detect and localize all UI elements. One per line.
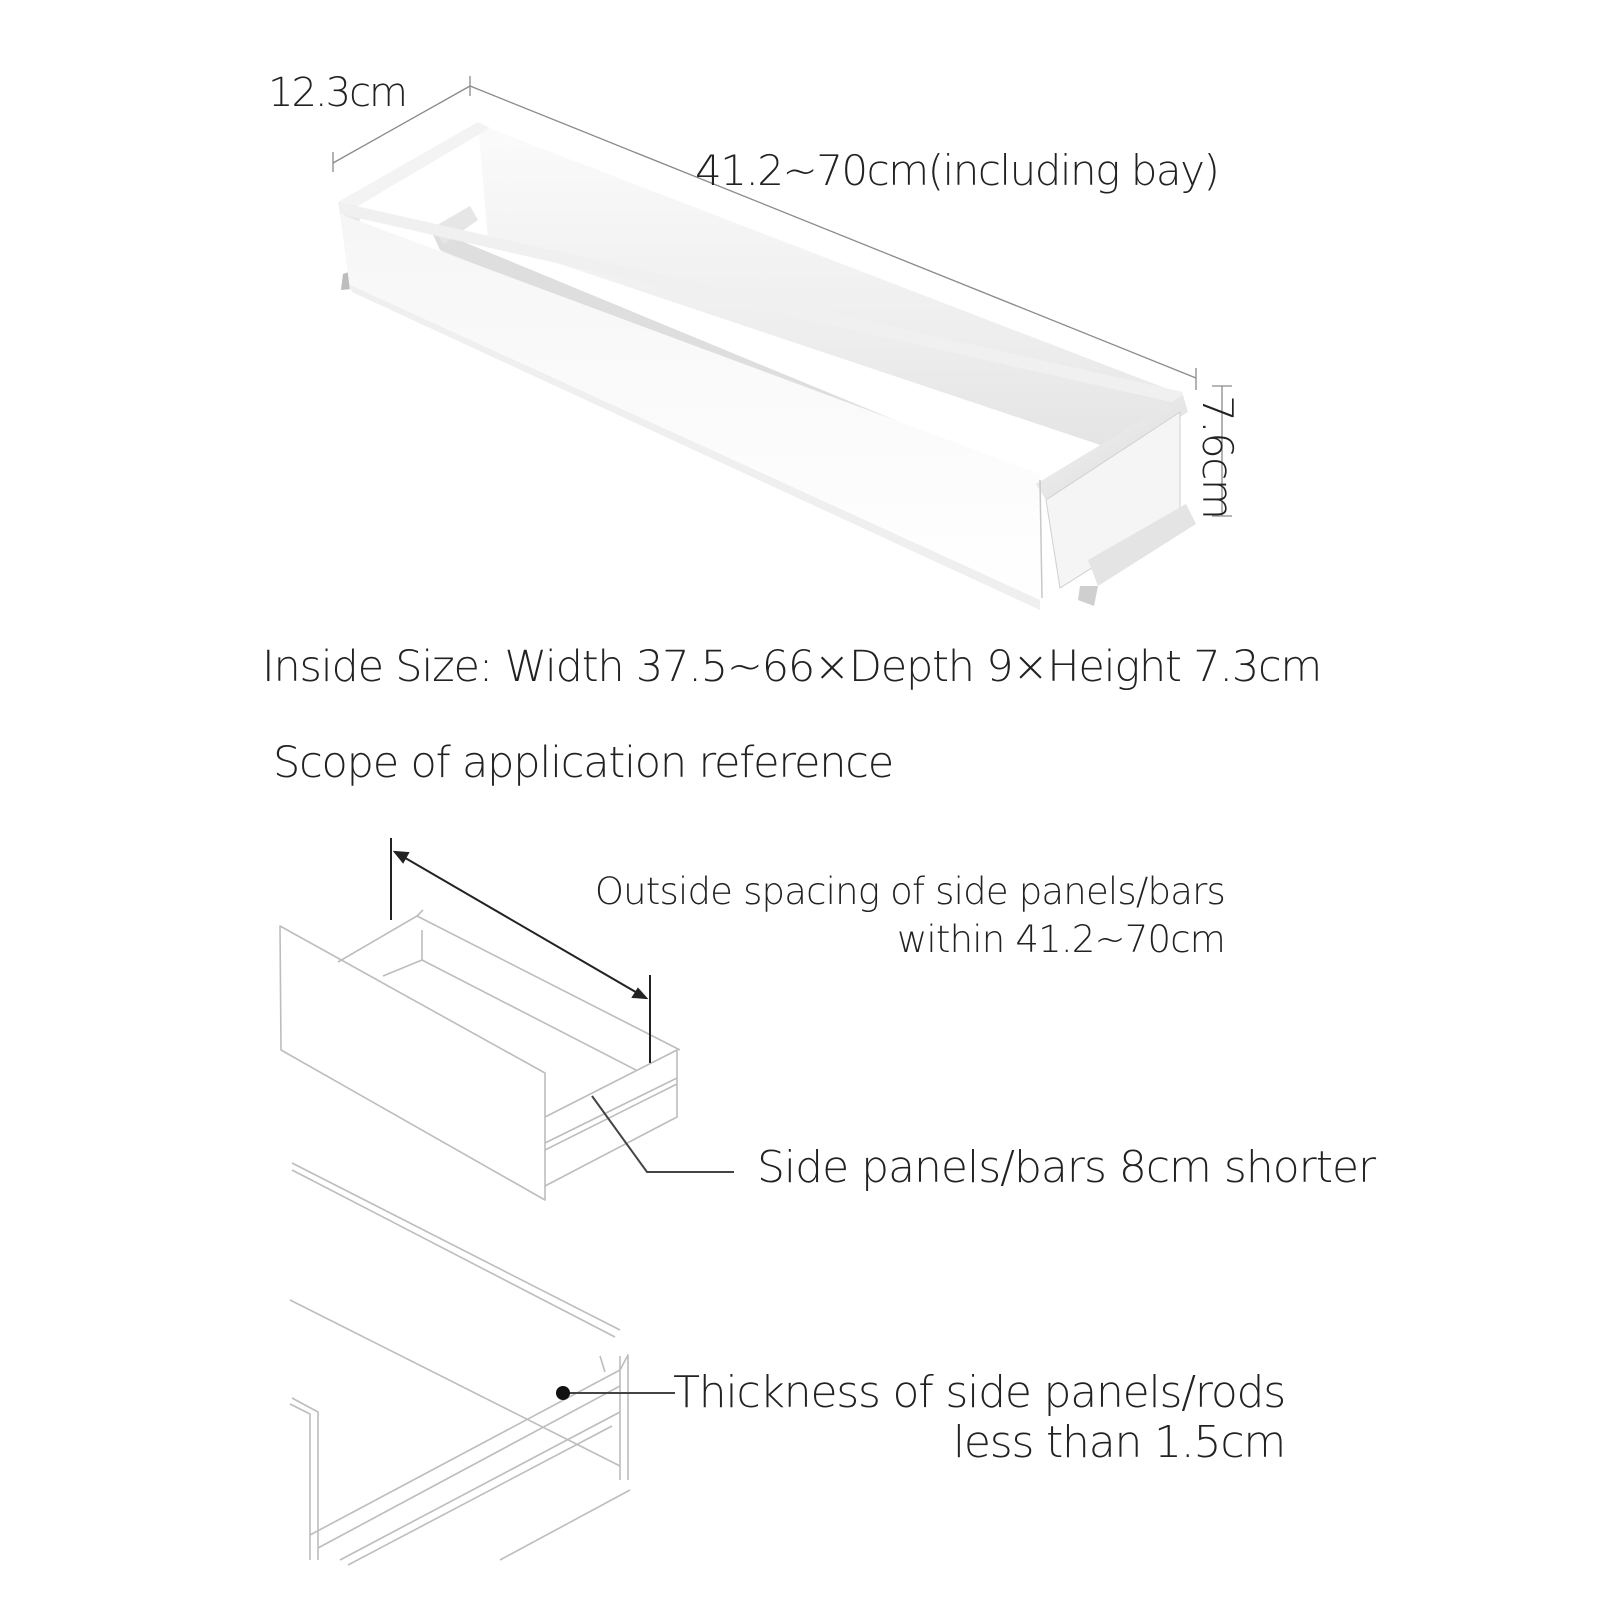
callout-dot-icon	[556, 1386, 570, 1400]
inside-size-text: Inside Size: Width 37.5~66×Depth 9×Heigh…	[262, 642, 1322, 692]
length-dimension-label: 41.2~70cm(including bay)	[695, 146, 1220, 195]
callout-line: Side panels/bars 8cm shorter	[757, 1142, 1376, 1193]
callout-line: Outside spacing of side panels/bars	[594, 870, 1226, 913]
height-dimension-label: 7.6cm	[1193, 395, 1242, 519]
dimension-lines	[332, 76, 1232, 517]
side-panels-shorter-callout: Side panels/bars 8cm shorter	[757, 1142, 1376, 1193]
depth-dimension-label: 12.3cm	[268, 70, 408, 116]
rack-body	[338, 122, 1196, 610]
application-reference-title: Scope of application reference	[273, 738, 894, 788]
outside-spacing-callout: Outside spacing of side panels/bars with…	[594, 868, 1226, 964]
callout-line: Thickness of side panels/rods	[673, 1367, 1286, 1418]
callout-line: within 41.2~70cm	[896, 918, 1226, 961]
callout-line: less than 1.5cm	[952, 1417, 1286, 1468]
thickness-callout: Thickness of side panels/rods less than …	[673, 1367, 1286, 1468]
